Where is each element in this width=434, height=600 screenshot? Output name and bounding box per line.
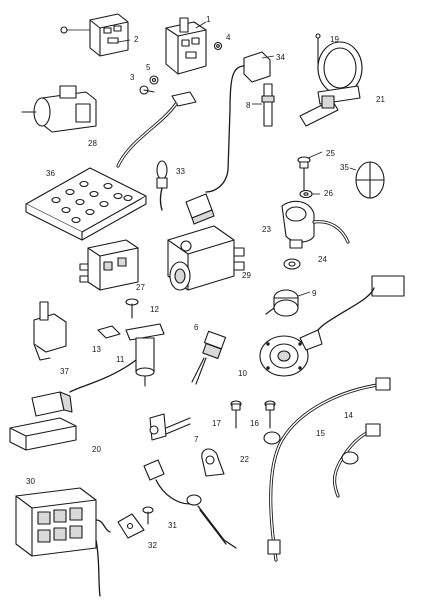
part-29-solenoid	[167, 225, 245, 291]
callout-8: 8	[246, 101, 251, 110]
part-37-switch	[33, 301, 67, 361]
callout-17: 17	[212, 419, 221, 428]
callout-2: 2	[134, 35, 139, 44]
part-6-pressure-switch	[191, 330, 227, 385]
part-22-p-clip	[201, 448, 225, 477]
callout-31: 31	[168, 521, 177, 530]
callout-33: 33	[176, 167, 185, 176]
part-13-clip	[97, 325, 121, 339]
callout-10: 10	[238, 369, 247, 378]
callout-15: 15	[316, 429, 325, 438]
connector-wire-harness-top	[116, 91, 197, 168]
callout-13: 13	[92, 345, 101, 354]
part-34-bracket	[205, 51, 275, 193]
part-33-bulb-holder	[156, 160, 168, 211]
callout-19: 19	[330, 35, 339, 44]
part-4-nut	[213, 41, 223, 51]
callout-26: 26	[324, 189, 333, 198]
part-16-bolt	[264, 400, 276, 429]
part-32-bracket	[117, 513, 145, 539]
callout-5: 5	[146, 63, 151, 72]
callout-35: 35	[340, 163, 349, 172]
callout-34: 34	[276, 53, 285, 62]
part-26-washer	[299, 189, 320, 199]
part-11-plunger-switch	[69, 323, 165, 393]
part-3-screw	[139, 85, 155, 95]
part-float-arm	[303, 275, 405, 345]
part-14-cable	[263, 377, 391, 562]
callout-9: 9	[312, 289, 317, 298]
part-28-actuator	[21, 85, 97, 133]
part-24-washer	[283, 258, 301, 270]
callout-labels: 1 2 3 4 5 6 7 8 9 10 11 12 13 14 15 16 1…	[26, 15, 385, 550]
callout-3: 3	[130, 73, 135, 82]
callout-29: 29	[242, 271, 251, 280]
callout-7: 7	[194, 435, 199, 444]
part-1-switch	[165, 17, 207, 75]
callout-16: 16	[250, 419, 259, 428]
part-25-bolt	[297, 151, 323, 191]
callout-22: 22	[240, 455, 249, 464]
part-9-fuel-sender	[265, 289, 311, 317]
part-connector-lower	[31, 391, 73, 417]
part-10-sender-unit	[259, 329, 323, 377]
callout-1: 1	[206, 15, 211, 24]
part-21-clamp	[299, 41, 363, 127]
part-35-grommet	[349, 161, 385, 199]
callout-6: 6	[194, 323, 199, 332]
callout-30: 30	[26, 477, 35, 486]
part-31-screw	[142, 506, 154, 525]
part-15-cable	[332, 423, 381, 498]
part-8-sensor	[252, 83, 275, 127]
part-lower-harness	[143, 459, 237, 549]
callout-27: 27	[136, 283, 145, 292]
part-36-mounting-plate	[25, 167, 147, 241]
part-7-pivot-bolt	[149, 413, 191, 441]
part-12-screw	[125, 298, 139, 319]
callout-24: 24	[318, 255, 327, 264]
part-20-sleeve	[9, 417, 77, 451]
part-2-switch	[60, 13, 131, 57]
callout-36: 36	[46, 169, 55, 178]
part-17-bolt	[230, 400, 242, 429]
callout-23: 23	[262, 225, 271, 234]
part-connector-plug	[185, 193, 215, 225]
callout-37: 37	[60, 367, 69, 376]
callout-12: 12	[150, 305, 159, 314]
callout-11: 11	[116, 355, 125, 364]
part-5-washer	[149, 75, 159, 85]
callout-20: 20	[92, 445, 101, 454]
callout-4: 4	[226, 33, 231, 42]
callout-28: 28	[88, 139, 97, 148]
part-27-relay	[79, 239, 139, 291]
part-23-valve	[281, 200, 350, 249]
part-30-control-unit	[15, 487, 111, 597]
callout-21: 21	[376, 95, 385, 104]
callout-14: 14	[344, 411, 353, 420]
callout-25: 25	[326, 149, 335, 158]
callout-32: 32	[148, 541, 157, 550]
